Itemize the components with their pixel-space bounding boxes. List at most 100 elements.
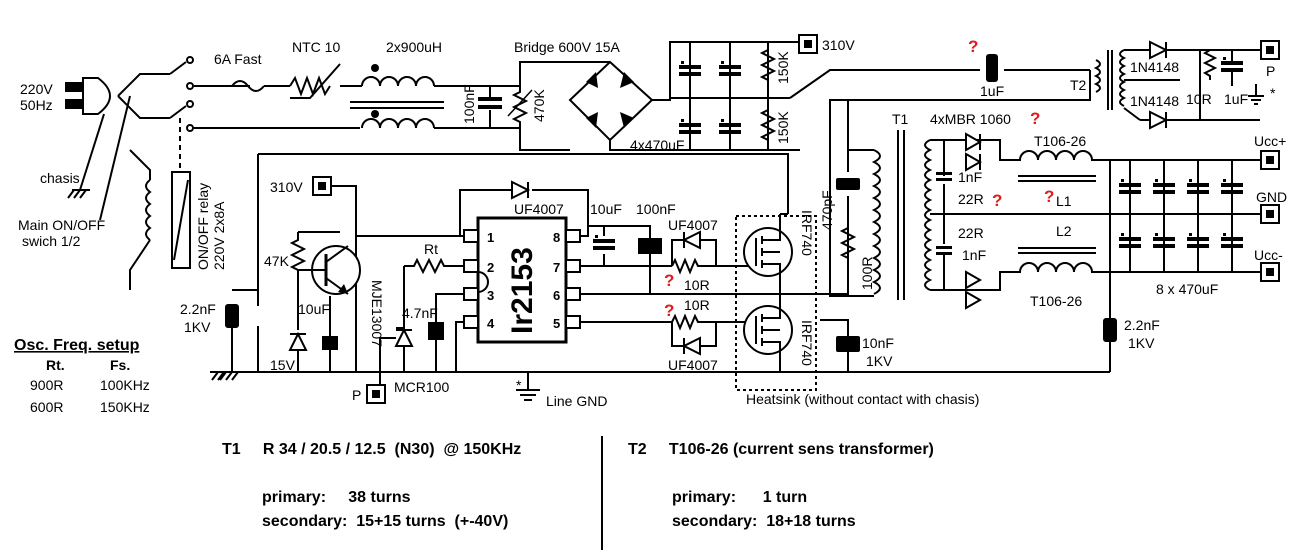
t1-primary-line: primary: 38 turns (262, 489, 411, 506)
line-gnd-symbol: * Line GND (516, 372, 607, 409)
cap-1uf-top-label: 1uF (980, 83, 1004, 99)
timing-cap-4n7: 4.7nF (402, 293, 464, 372)
pin-2-label: 2 (487, 260, 494, 275)
cap-10uf-left-label: 10uF (298, 301, 330, 317)
chasis-ground-symbol (67, 189, 90, 199)
cap-10uf-left: 10uF (298, 296, 338, 372)
bridge-label: Bridge 600V 15A (514, 39, 621, 55)
cap-22nf-right-label: 2.2nF (1124, 317, 1160, 333)
p-in-label: P (352, 387, 361, 403)
star-ground-mark: * (1270, 85, 1276, 101)
t2-primary-line: primary: 1 turn (672, 489, 808, 506)
d-uf4007-top-label: UF4007 (514, 201, 564, 217)
scr-label: MCR100 (394, 379, 449, 395)
terminal-310v-left (312, 176, 332, 196)
pin-6-label: 6 (553, 288, 560, 303)
p-out-label: P (1266, 63, 1275, 79)
osc-row-1-fs: 100KHz (100, 377, 150, 393)
kv-left-label: 1KV (184, 319, 211, 335)
notes-divider (601, 436, 603, 550)
r-470k-label: 470K (531, 89, 547, 122)
l2-label: L2 (1056, 223, 1072, 239)
heatsink-label: Heatsink (without contact with chasis) (746, 391, 979, 407)
d-uf4007-a-label: UF4007 (668, 217, 718, 233)
gate-drive-low: 10R ? UF4007 (580, 297, 752, 373)
out-caps-label: 8 x 470uF (1156, 281, 1218, 297)
main-switch-label-1: Main ON/OFF (18, 217, 105, 233)
pin-3-label: 3 (487, 288, 494, 303)
t2-secondary-line: secondary: 18+18 turns (672, 513, 856, 530)
kv-right-label: 1KV (1128, 335, 1155, 351)
snubber-network: 1nF 22R ? 22R 1nF (936, 140, 1002, 290)
terminal-p-out (1260, 40, 1280, 60)
snub-c1-label: 1nF (958, 169, 982, 185)
terminal-310v (798, 34, 818, 54)
pin-5-label: 5 (553, 316, 560, 331)
mosfet-low-irf740: IRF740 (743, 294, 815, 372)
osc-table-title: Osc. Freq. setup (14, 337, 140, 354)
snub-r2-label: 22R (958, 225, 984, 241)
main-switch-label-2: swich 1/2 (22, 233, 81, 249)
cap-470pf (836, 178, 860, 190)
d-1n4148-b-label: 1N4148 (1130, 93, 1179, 109)
fuse: 6A Fast (214, 51, 265, 92)
cap-470pf-label: 470pF (819, 190, 835, 230)
star-line-gnd: * (516, 377, 522, 393)
r-100r-label: 100R (859, 257, 875, 290)
mains-input: 220V 50Hz chasis Main ON/OFF swich 1/2 O… (18, 56, 227, 290)
inductor-l1: T106-26 ? L1 (1010, 133, 1110, 209)
cap-10nf-label: 10nF (862, 335, 894, 351)
bus-310v-label: 310V (822, 37, 855, 53)
current-sense-transformer-t2: T2 1N4148 1N4148 10R 1uF P * (829, 40, 1280, 130)
cap-100nf-label: 100nF (461, 84, 477, 124)
question-mark-5: ? (1044, 187, 1054, 206)
pin-1-label: 1 (487, 230, 494, 245)
question-mark-3: ? (664, 301, 674, 320)
terminal-ucc-minus (1260, 262, 1280, 282)
mains-frequency-label: 50Hz (20, 97, 53, 113)
relay-label-1: ON/OFF relay (195, 183, 211, 270)
question-mark-6: ? (664, 271, 674, 290)
mosfet-a-label: IRF740 (799, 210, 815, 256)
relay-label-2: 220V 2x8A (211, 201, 227, 270)
t1-secondary-line: secondary: 15+15 turns (+-40V) (262, 513, 509, 530)
t1-label: T1 (892, 111, 909, 127)
cap-22nf-left-label: 2.2nF (180, 301, 216, 317)
snub-r1-label: 22R (958, 191, 984, 207)
kv-mid-label: 1KV (866, 353, 893, 369)
transistor-mje13007: MJE13007 (298, 245, 385, 347)
l1-label: L1 (1056, 193, 1072, 209)
gnd-label: GND (1256, 189, 1287, 205)
t1-notes: T1 R 34 / 20.5 / 12.5 (N30) @ 150KHz pri… (222, 438, 521, 534)
cap-100nf-ic: 100nF (604, 201, 676, 294)
cap-2n2-right: 2.2nF 1KV (1103, 317, 1160, 351)
zener-15v: 15V (270, 331, 308, 373)
r-150k-b-label: 150K (775, 111, 791, 144)
r-47k-label: 47K (264, 253, 290, 269)
cap-47nf-label: 4.7nF (402, 305, 438, 321)
ir2153-ic: Ir2153 1 2 3 4 8 7 6 5 (463, 216, 581, 344)
gate-drive-high: 10R ? UF4007 (580, 217, 752, 293)
mosfet-high-irf740: IRF740 (743, 210, 815, 294)
osc-header-rt: Rt. (46, 357, 65, 373)
osc-freq-table: Osc. Freq. setup Rt. Fs. 900R 100KHz 600… (14, 337, 150, 415)
resistor-47k: 47K (264, 231, 340, 330)
line-gnd-label: Line GND (546, 393, 607, 409)
t2-core-line: T2 T106-26 (current sens transformer) (628, 441, 934, 458)
mosfet-b-label: IRF740 (799, 320, 815, 366)
pin-4-label: 4 (487, 316, 495, 331)
ucc-minus-label: Ucc- (1254, 247, 1283, 263)
d-1n4148-a-label: 1N4148 (1130, 59, 1179, 75)
inductor-l2: L2 T106-26 (1010, 223, 1110, 309)
terminal-p-in (366, 384, 386, 404)
pin-7-label: 7 (553, 260, 560, 275)
cap-2n2-left: 2.2nF 1KV (180, 289, 258, 381)
bulk-caps-label: 4x470uF (630, 137, 684, 153)
choke-label: 2x900uH (386, 39, 442, 55)
osc-row-2-rt: 600R (30, 399, 63, 415)
r-10r-b-label: 10R (684, 297, 710, 313)
cap-10uf-ic: 10uF (590, 201, 622, 250)
output-capacitors: 8 x 470uF (1109, 159, 1260, 372)
t2-label: T2 (1070, 77, 1087, 93)
